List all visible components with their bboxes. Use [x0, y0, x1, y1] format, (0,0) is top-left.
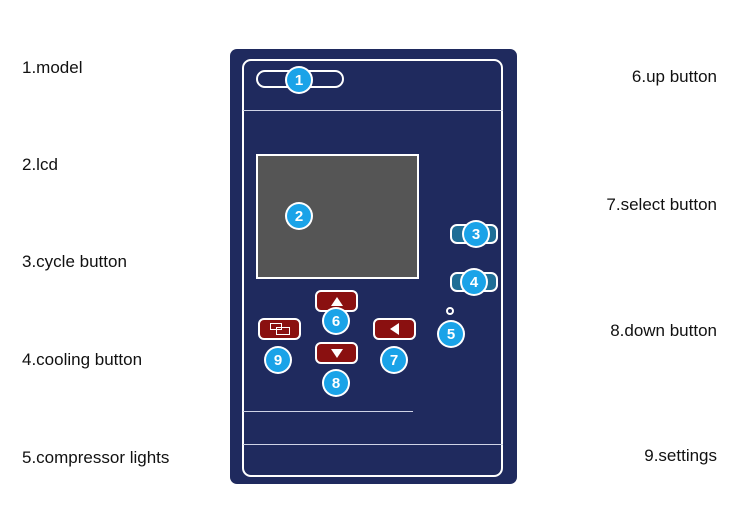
label-up-button: 6.up button	[631, 67, 717, 86]
label-select-button: 7.select button	[606, 195, 717, 214]
triangle-down-icon	[330, 348, 343, 358]
label-cycle-button: 3.cycle button	[22, 252, 127, 271]
callout-badge-2: 2	[287, 204, 311, 228]
select-button[interactable]	[373, 318, 416, 340]
callout-badge-4: 4	[462, 270, 486, 294]
divider-bottom	[243, 444, 503, 445]
label-down-button: 8.down button	[610, 321, 717, 340]
callout-badge-9: 9	[266, 348, 290, 372]
divider-middle	[243, 411, 413, 412]
triangle-up-icon	[330, 296, 343, 306]
settings-icon	[269, 323, 290, 335]
callout-badge-1: 1	[287, 68, 311, 92]
settings-button[interactable]	[258, 318, 301, 340]
down-button[interactable]	[315, 342, 358, 364]
callout-badge-5: 5	[439, 322, 463, 346]
callout-badge-6: 6	[324, 309, 348, 333]
triangle-left-icon	[390, 323, 399, 335]
divider-top	[243, 110, 503, 111]
panel-inner-frame	[242, 59, 503, 477]
label-cooling-button: 4.cooling button	[22, 350, 143, 369]
callout-badge-3: 3	[464, 222, 488, 246]
label-model: 1.model	[22, 58, 83, 77]
label-lcd: 2.lcd	[22, 155, 58, 174]
compressor-light	[446, 307, 454, 315]
label-settings: 9.settings	[644, 446, 717, 465]
callout-badge-8: 8	[324, 371, 348, 395]
callout-badge-7: 7	[382, 348, 406, 372]
control-panel: 1 2 3 4 5 6 7 8 9	[230, 49, 517, 484]
lcd-screen	[256, 154, 419, 279]
label-compressor-lights: 5.compressor lights	[22, 448, 170, 467]
